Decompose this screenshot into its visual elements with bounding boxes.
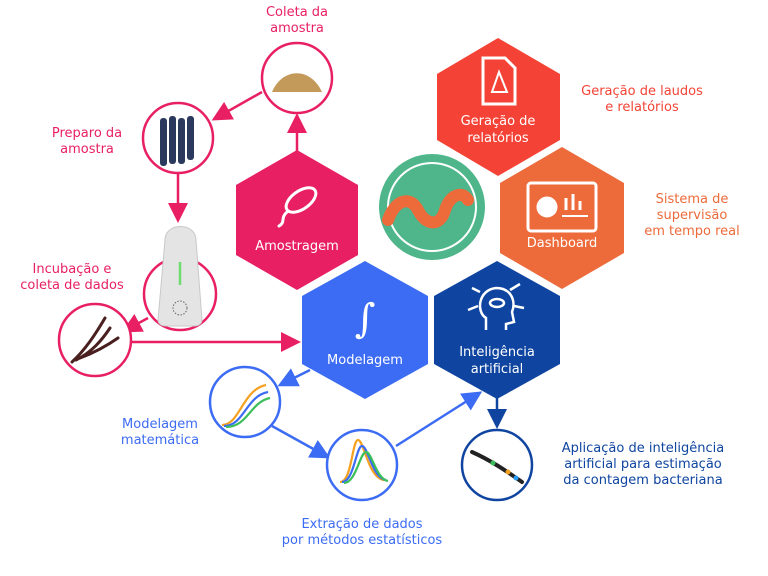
hex-geracao-line1: Geração de [460,114,536,129]
hex-dashboard-label: Dashboard [526,236,598,251]
dashboard-icon [526,181,598,233]
preparo-line1: Preparo da [51,126,123,141]
hex-amostragem-label: Amostragem [255,239,339,254]
aplicacao-line3: da contagem bacteriana [563,473,723,488]
preparo-line2: amostra [60,142,114,157]
hex-modelagem[interactable] [302,261,428,399]
hex-geracao[interactable] [437,38,560,176]
extracao-line2: por métodos estatísticos [281,533,443,548]
incubacao-line2: coleta de dados [20,278,124,293]
modelagem-mat-line1: Modelagem [122,417,198,432]
hex-ia-label: Inteligência artificial [459,344,535,378]
preparo-circle [141,101,215,175]
supervisao-line3: em tempo real [644,224,740,239]
hex-ia-line2: artificial [470,362,524,377]
logo-icon [379,154,485,260]
incubacao-circle [142,226,218,332]
pdf-file-icon [481,56,517,106]
bacteria-icon [277,186,318,228]
hex-geracao-label: Geração de relatórios [461,113,536,147]
aplicacao-line2: artificial para estimação [564,457,722,472]
coleta-circle [260,41,334,115]
aplicacao-line1: Aplicação de inteligência [561,441,725,456]
hex-ia[interactable] [434,261,560,399]
hex-modelagem-label: Modelagem [327,353,403,368]
coleta-line2: amostra [270,21,324,36]
hex-amostragem[interactable] [236,150,358,290]
hex-geracao-line2: relatórios [467,131,529,146]
sample-circle [57,302,133,378]
supervisao-line2: supervisão [656,208,728,223]
laudos-line2: e relatórios [605,100,679,115]
integral-icon: ∫ [355,296,376,342]
math-model-circle [208,365,282,439]
modelagem-mat-line2: matemática [120,433,200,448]
supervisao-line1: Sistema de [655,192,729,207]
extraction-circle [325,428,399,502]
ai-result-circle [460,428,534,502]
laudos-line1: Geração de laudos [581,84,703,99]
ai-head-icon [467,282,525,330]
hex-dashboard[interactable] [500,147,624,289]
extracao-line1: Extração de dados [301,517,423,532]
blue-arrows [271,368,483,459]
hex-ia-line1: Inteligência [459,345,535,360]
pink-arrows [121,90,307,352]
coleta-line1: Coleta da [265,5,329,20]
incubacao-line1: Incubação e [32,262,112,277]
